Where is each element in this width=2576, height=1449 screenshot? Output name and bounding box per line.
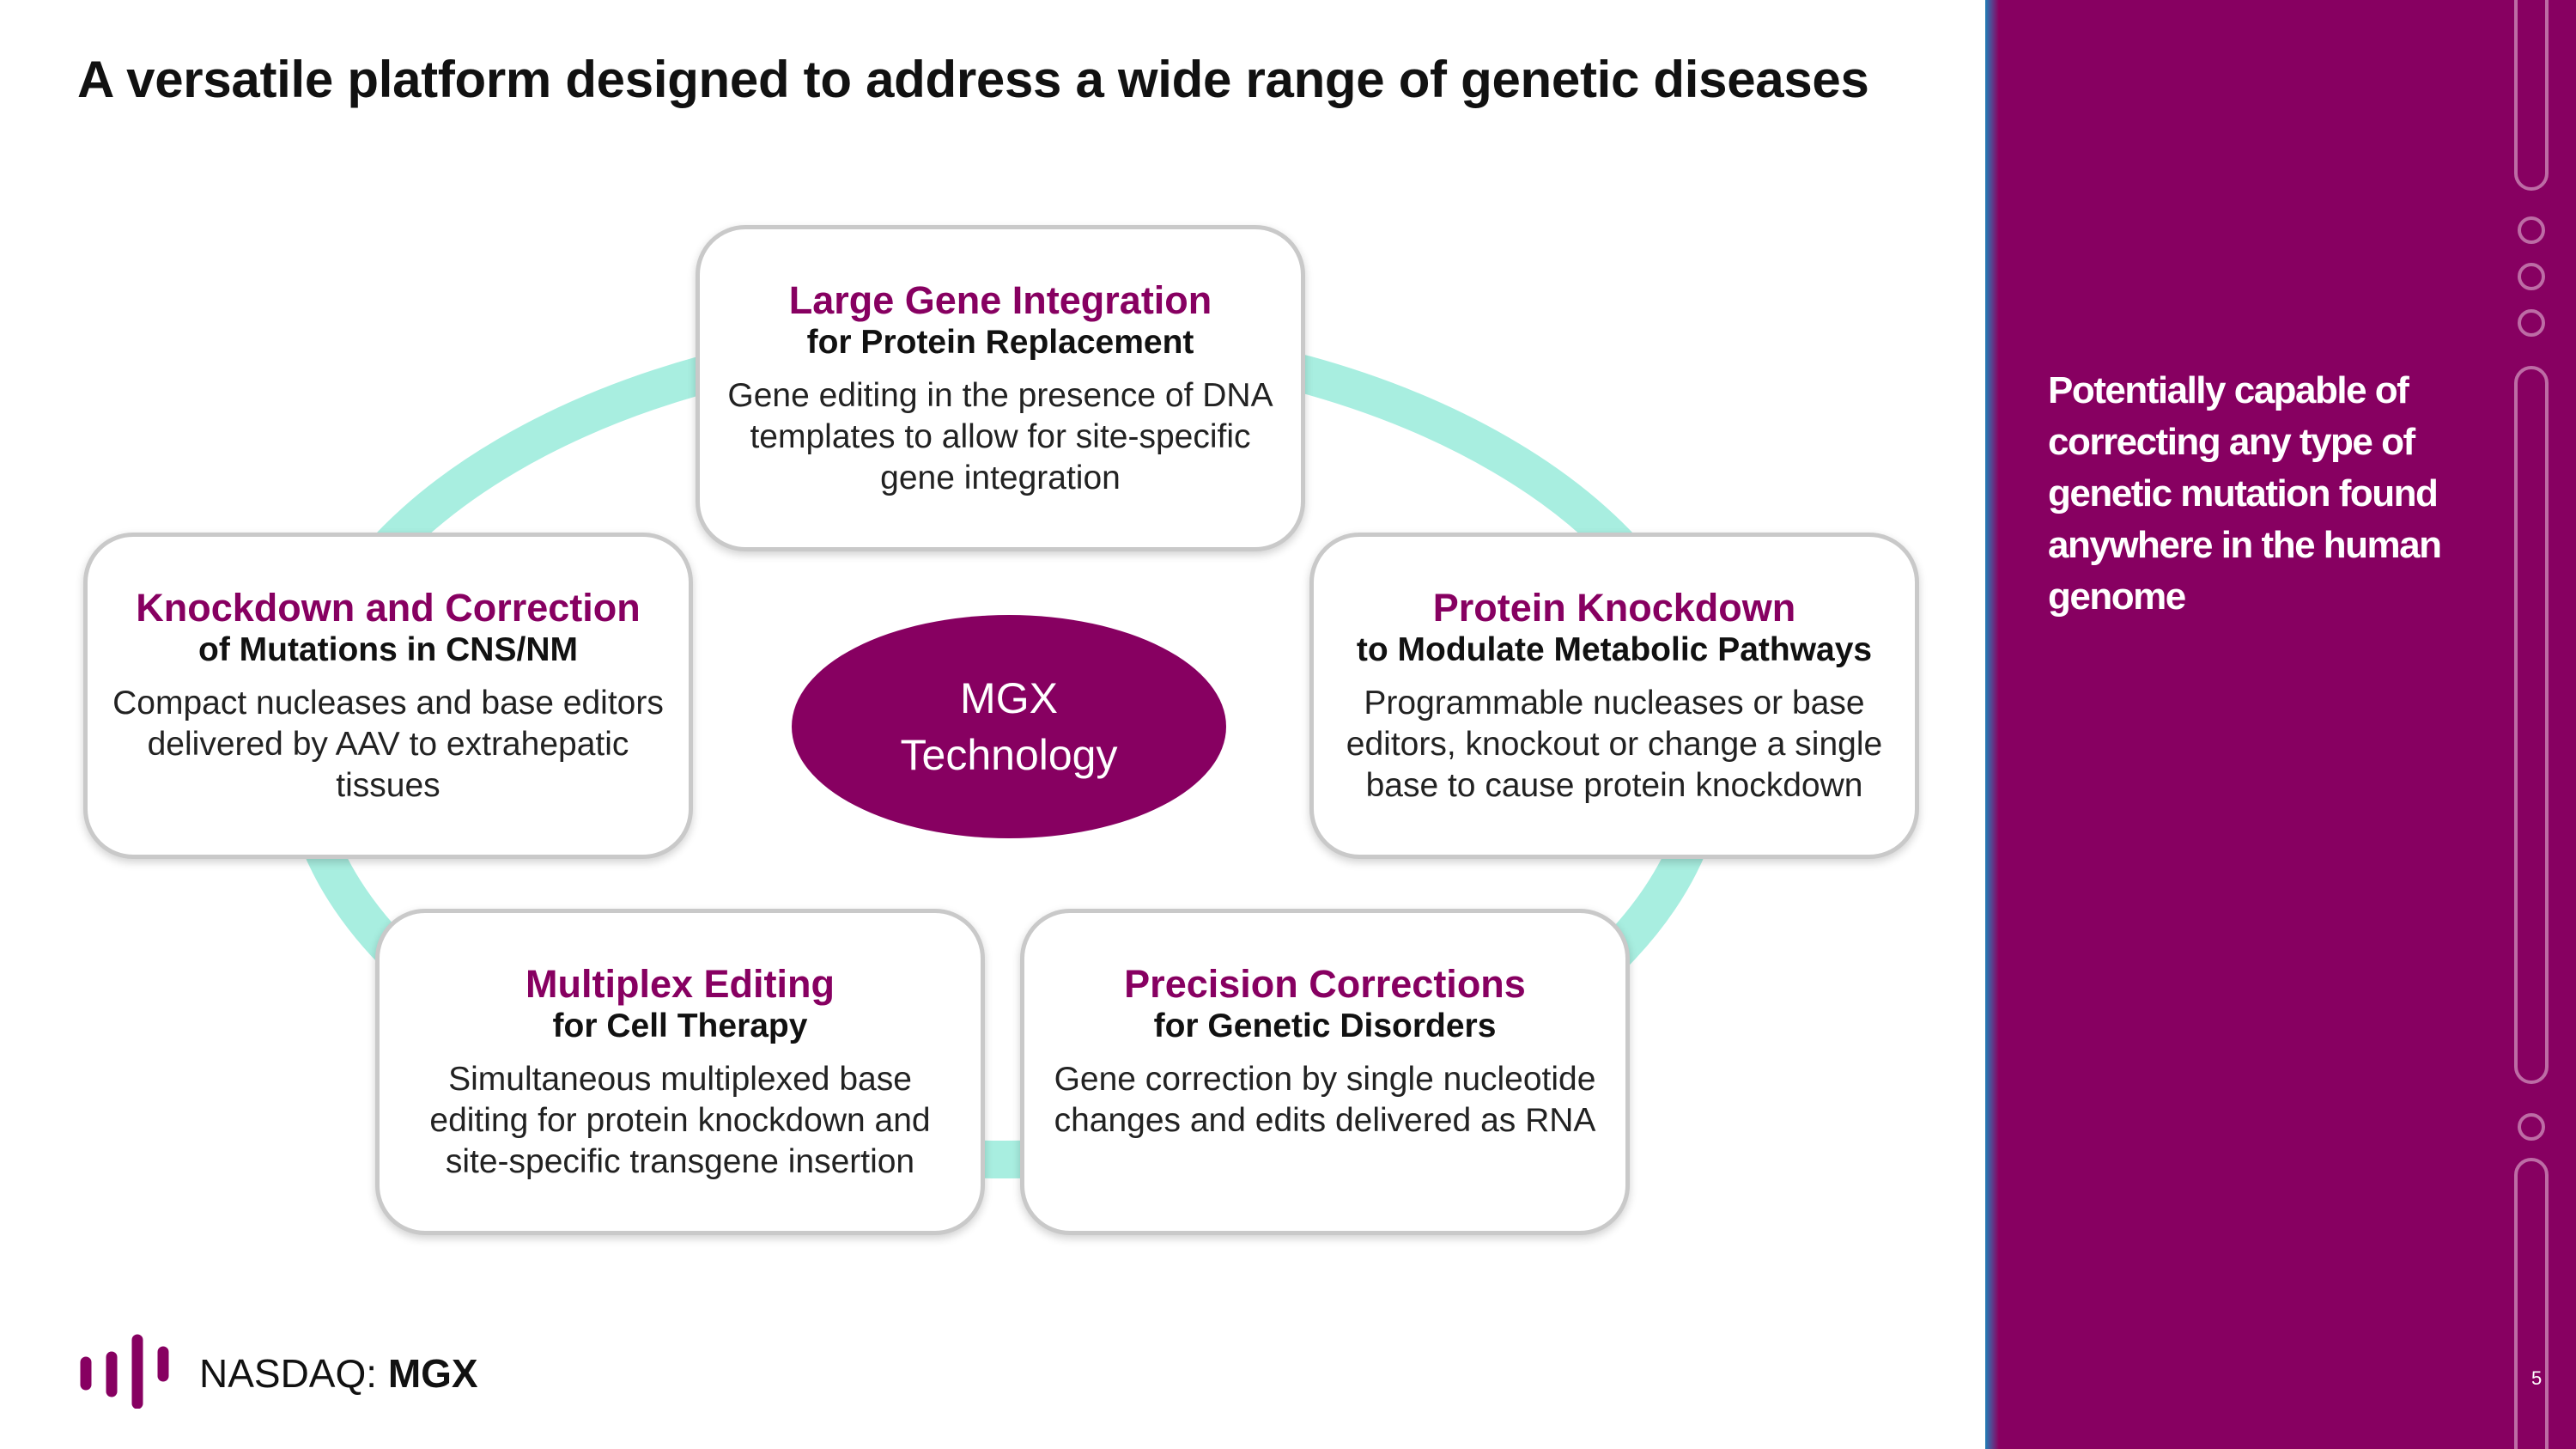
bars-logo-icon <box>80 1334 169 1409</box>
sidebar-statement: Potentially capable of correcting any ty… <box>2048 369 2442 618</box>
card-multiplex-editing: Multiplex Editing for Cell Therapy Simul… <box>375 909 985 1235</box>
card-heading: Protein Knockdown <box>1432 586 1796 630</box>
card-heading: Multiplex Editing <box>526 962 835 1006</box>
nasdaq-ticker: NASDAQ: MGX <box>199 1350 478 1397</box>
sidebar-edge <box>1985 0 1999 1449</box>
slide-title: A versatile platform designed to address… <box>77 51 1869 108</box>
card-subheading: to Modulate Metabolic Pathways <box>1356 631 1873 668</box>
card-knockdown-correction: Knockdown and Correction of Mutations in… <box>83 533 693 859</box>
card-heading: Precision Corrections <box>1124 962 1526 1006</box>
card-subheading: for Cell Therapy <box>552 1008 808 1044</box>
hub-line-2: Technology <box>900 731 1118 779</box>
card-subheading: for Genetic Disorders <box>1153 1008 1497 1044</box>
card-large-gene-integration: Large Gene Integration for Protein Repla… <box>696 225 1305 551</box>
card-body: Compact nucleases and base editors deliv… <box>112 685 664 804</box>
card-subheading: of Mutations in CNS/NM <box>198 631 578 668</box>
ticker-symbol: MGX <box>387 1351 478 1396</box>
card-heading: Knockdown and Correction <box>136 586 641 630</box>
card-body: Programmable nucleases or base editors, … <box>1346 685 1883 804</box>
mgx-technology-hub: MGX Technology <box>792 615 1226 838</box>
sidebar-panel <box>1985 0 2576 1449</box>
card-precision-corrections: Precision Corrections for Genetic Disord… <box>1020 909 1630 1235</box>
card-body: Gene correction by single nucleotide cha… <box>1054 1061 1596 1139</box>
page-number: 5 <box>2531 1367 2543 1389</box>
exchange-label: NASDAQ: <box>199 1351 378 1396</box>
card-body: Gene editing in the presence of DNA temp… <box>727 377 1273 496</box>
card-subheading: for Protein Replacement <box>806 324 1194 361</box>
card-heading: Large Gene Integration <box>788 278 1212 322</box>
card-body: Simultaneous multiplexed base editing fo… <box>429 1061 931 1180</box>
hub-line-1: MGX <box>960 674 1058 722</box>
card-protein-knockdown: Protein Knockdown to Modulate Metabolic … <box>1309 533 1919 859</box>
